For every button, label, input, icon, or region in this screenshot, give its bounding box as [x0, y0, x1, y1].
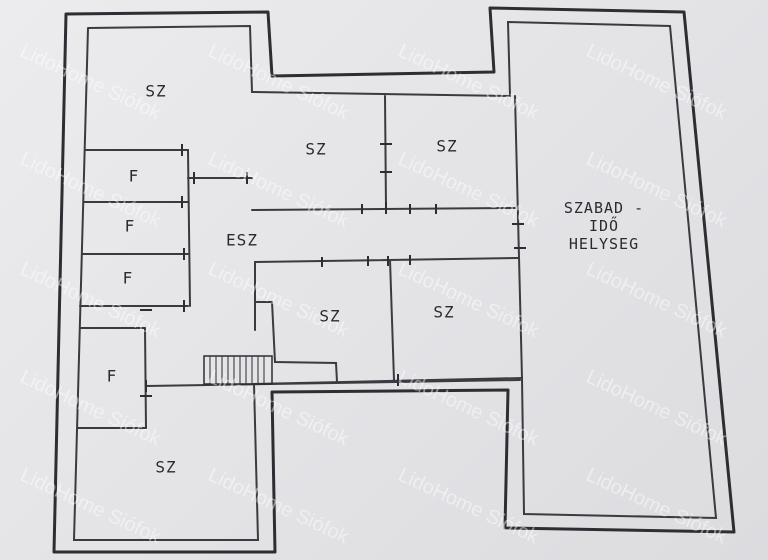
room-label-leisure-line3: HELYSEG	[568, 235, 640, 253]
wall-leisure-left	[514, 95, 523, 379]
wall-mid-notch	[254, 301, 338, 383]
room-label-sz-bottom-left: SZ	[155, 457, 177, 477]
room-label-hall: ESZ	[226, 230, 258, 250]
wall-top-rooms-middle	[384, 95, 387, 209]
room-label-sz-mid-center-right: SZ	[433, 302, 455, 322]
door-marks	[140, 143, 526, 397]
inner-outline	[72, 20, 718, 541]
room-label-leisure: SZABAD - IDŐ HELYSEG	[564, 199, 644, 253]
room-label-sz-top-center-right: SZ	[436, 136, 458, 156]
stairs	[203, 355, 273, 385]
wall-top-rooms-bottom	[251, 207, 516, 211]
wall-left-vertical	[187, 149, 191, 307]
wall-left-6	[144, 327, 147, 429]
room-label-sz-mid-center-left: SZ	[319, 306, 341, 326]
room-label-f-4: F	[106, 366, 118, 386]
room-label-f-2: F	[124, 216, 136, 236]
room-label-f-1: F	[128, 166, 140, 186]
room-label-sz-top-center-left: SZ	[305, 139, 327, 159]
room-label-leisure-line1: SZABAD -	[563, 199, 645, 217]
wall-mid-rooms-top	[254, 257, 519, 263]
room-label-f-3: F	[122, 268, 134, 288]
wall-corridor-bottom	[145, 379, 521, 387]
room-label-sz-top-left: SZ	[145, 81, 167, 101]
wall-mid-rooms-middle	[389, 259, 395, 381]
outer-wall	[52, 6, 736, 554]
room-label-leisure-line2: IDŐ	[588, 217, 620, 235]
